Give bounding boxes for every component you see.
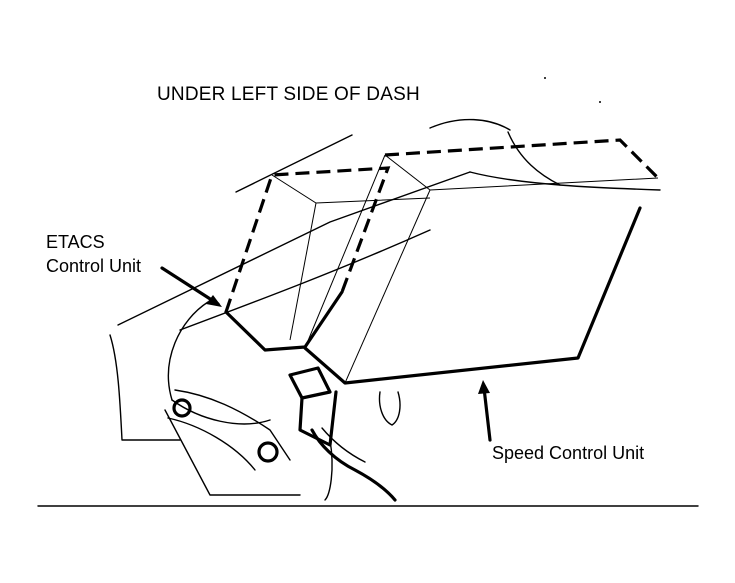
diagram-title: UNDER LEFT SIDE OF DASH [157, 84, 420, 105]
mounting-bracket [167, 389, 401, 471]
bolt-icon [172, 398, 192, 418]
speed-control-label: Speed Control Unit [492, 443, 645, 463]
speed-control-unit [303, 138, 660, 385]
wire-connector [288, 366, 397, 502]
dashboard-outline [109, 118, 661, 501]
etacs-label-line2: Control Unit [46, 256, 142, 276]
speck [599, 101, 601, 103]
etacs-label-line1: ETACS [46, 232, 105, 252]
bolt-icon [257, 441, 279, 463]
etacs-control-unit [224, 166, 431, 352]
leader-arrows [160, 266, 492, 442]
speck [544, 77, 546, 79]
